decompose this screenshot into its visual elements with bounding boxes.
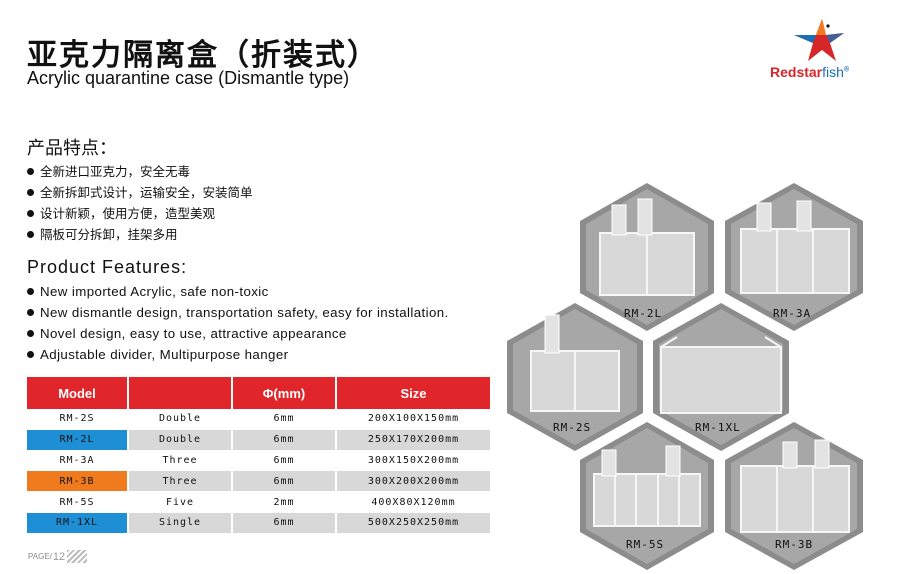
cell-model: RM-3A	[27, 450, 129, 472]
product-label: RM-2L	[624, 307, 663, 320]
product-image-rm-2l: RM-2L	[578, 181, 716, 333]
cell-size: 500X250X250mm	[337, 512, 490, 534]
list-item: 全新拆卸式设计，运输安全，安装简单	[27, 182, 253, 203]
product-label: RM-3A	[773, 307, 812, 320]
table-row: RM-2L Double 6mm 250X170X200mm	[27, 429, 490, 451]
page-number: PAGE/12	[28, 550, 88, 563]
bullet-icon	[27, 231, 34, 238]
cell-model: RM-3B	[27, 471, 129, 493]
acrylic-box-icon	[507, 303, 643, 451]
table-row: RM-1XL Single 6mm 500X250X250mm	[27, 512, 490, 534]
product-image-rm-1xl: RM-1XL	[651, 301, 791, 453]
col-header-model: Model	[27, 377, 129, 409]
col-header-type	[129, 377, 233, 409]
product-label: RM-5S	[626, 538, 665, 551]
col-header-thickness: Φ(mm)	[233, 377, 337, 409]
cell-type: Five	[129, 492, 233, 513]
cell-model: RM-5S	[27, 492, 129, 513]
product-image-rm-5s: RM-5S	[578, 420, 716, 572]
spec-table: Model Φ(mm) Size RM-2S Double 6mm 200X10…	[27, 377, 490, 534]
cell-type: Double	[129, 429, 233, 451]
product-label: RM-3B	[775, 538, 814, 551]
cell-size: 300X200X200mm	[337, 471, 490, 493]
bullet-icon	[27, 309, 34, 316]
cell-thickness: 6mm	[233, 450, 337, 472]
list-item: 隔板可分拆卸，挂架多用	[27, 224, 253, 245]
cell-type: Three	[129, 450, 233, 472]
product-label: RM-1XL	[695, 421, 741, 434]
cell-type: Three	[129, 471, 233, 493]
list-item: New imported Acrylic, safe non-toxic	[27, 281, 449, 302]
bullet-icon	[27, 189, 34, 196]
list-item: Novel design, easy to use, attractive ap…	[27, 323, 449, 344]
starfish-icon	[794, 19, 844, 61]
cell-size: 400X80X120mm	[337, 492, 490, 513]
brand-logo: Redstarfish®	[770, 14, 880, 84]
cell-size: 250X170X200mm	[337, 429, 490, 451]
features-heading-cn: 产品特点：	[27, 138, 117, 159]
product-image-rm-2s: RM-2S	[505, 301, 645, 453]
cell-size: 200X100X150mm	[337, 409, 490, 430]
cell-model: RM-1XL	[27, 512, 129, 534]
cell-thickness: 6mm	[233, 429, 337, 451]
list-item: Adjustable divider, Multipurpose hanger	[27, 344, 449, 365]
product-image-rm-3a: RM-3A	[723, 181, 865, 333]
cell-model: RM-2S	[27, 409, 129, 430]
cell-type: Double	[129, 409, 233, 430]
feature-list-en: New imported Acrylic, safe non-toxic New…	[27, 281, 449, 365]
bullet-icon	[27, 288, 34, 295]
page-hatch-icon	[67, 550, 88, 563]
product-label: RM-2S	[553, 421, 592, 434]
bullet-icon	[27, 210, 34, 217]
brand-name: Redstarfish®	[770, 64, 850, 80]
cell-thickness: 6mm	[233, 471, 337, 493]
features-heading-en: Product Features:	[27, 257, 188, 277]
cell-type: Single	[129, 512, 233, 534]
acrylic-box-icon	[580, 183, 714, 331]
bullet-icon	[27, 330, 34, 337]
feature-list-cn: 全新进口亚克力，安全无毒 全新拆卸式设计，运输安全，安装简单 设计新颖，使用方便…	[27, 161, 253, 245]
table-row: RM-3B Three 6mm 300X200X200mm	[27, 471, 490, 493]
page-title-en: Acrylic quarantine case (Dismantle type)	[27, 68, 350, 88]
cell-size: 300X150X200mm	[337, 451, 490, 472]
bullet-icon	[27, 351, 34, 358]
col-header-size: Size	[337, 377, 490, 409]
acrylic-box-icon	[653, 303, 789, 451]
list-item: 全新进口亚克力，安全无毒	[27, 161, 253, 182]
list-item: 设计新颖，使用方便，造型美观	[27, 203, 253, 224]
acrylic-box-icon	[725, 183, 863, 331]
cell-thickness: 6mm	[233, 512, 337, 534]
table-header-row: Model Φ(mm) Size	[27, 377, 490, 409]
cell-thickness: 6mm	[233, 409, 337, 430]
list-item: New dismantle design, transportation saf…	[27, 302, 449, 323]
cell-thickness: 2mm	[233, 492, 337, 513]
acrylic-box-icon	[580, 422, 714, 570]
table-row: RM-3A Three 6mm 300X150X200mm	[27, 450, 490, 472]
bullet-icon	[27, 168, 34, 175]
cell-model: RM-2L	[27, 429, 129, 451]
acrylic-box-icon	[725, 422, 863, 570]
table-row: RM-2S Double 6mm 200X100X150mm	[27, 409, 490, 430]
product-image-rm-3b: RM-3B	[723, 420, 865, 572]
table-row: RM-5S Five 2mm 400X80X120mm	[27, 492, 490, 513]
page-title-cn: 亚克力隔离盒（折装式）	[27, 38, 379, 73]
